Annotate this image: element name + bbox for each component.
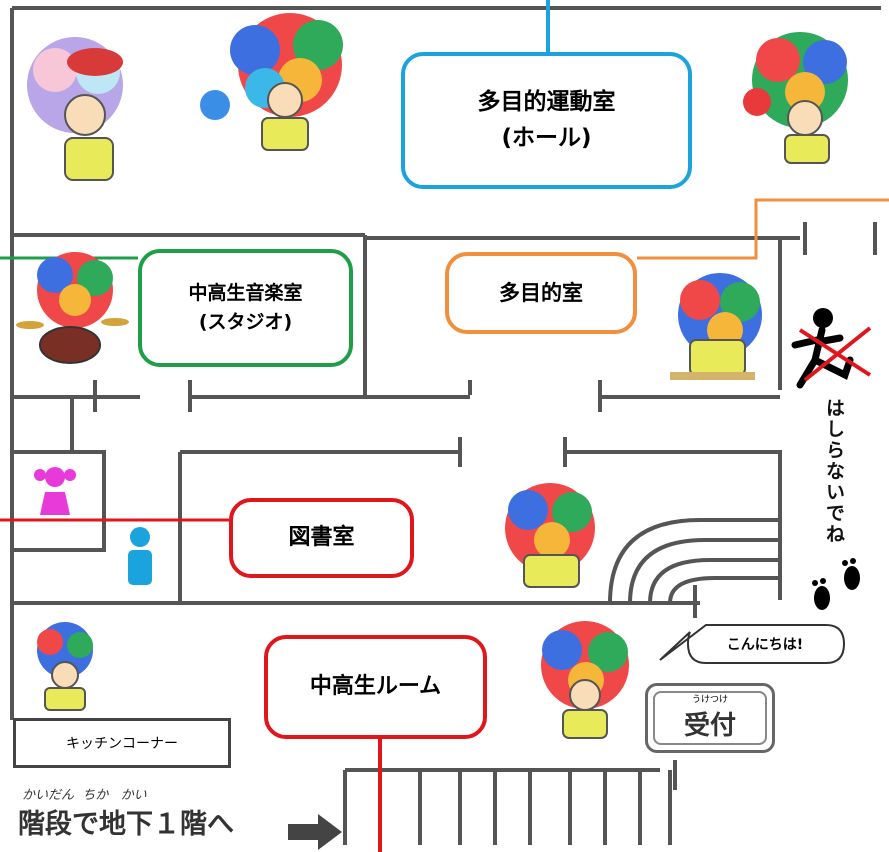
multipurpose-room-label: 多目的室 [445,252,637,334]
reception-name: 受付 [683,711,736,741]
no-running-text: はしらないでね [823,398,845,545]
multi-connector [637,198,889,260]
hall-name: 多目的運動室 [477,88,616,115]
kitchen-corner-label: キッチンコーナー [13,718,231,768]
music-room-name: 中高生音楽室 [188,281,303,304]
youth-room-name: 中高生ルーム [309,673,442,699]
restroom-male-icon [128,527,152,585]
drum-kit-icon [16,252,129,364]
speech-bubble [659,624,846,664]
afro-character-icon [541,621,629,739]
greeting-text: こんにちは! [726,637,804,653]
stair-arc [668,576,780,604]
afro-character-icon [743,32,848,164]
restroom-female-icon [34,467,76,515]
library-name: 図書室 [288,524,355,550]
wall [780,222,877,255]
afro-character-icon [230,13,343,151]
ball-icon [200,90,230,120]
hall-sub: (ホール) [501,124,592,151]
stair-arc [608,518,780,604]
wall [12,397,782,603]
footprints-icon [812,558,860,610]
afro-character-icon [670,273,762,380]
reception-inner-frame [653,691,767,745]
music-room-sub: (スタジオ) [198,311,293,333]
no-running-icon [791,308,872,389]
multipurpose-room-name: 多目的室 [499,280,583,305]
afro-character-icon [37,622,93,711]
stairs-ruby: かいだん ちか かい [22,788,147,803]
stair-arc [628,538,780,604]
music-room-label: 中高生音楽室 (スタジオ) [138,249,353,367]
hall-label: 多目的運動室 (ホール) [401,52,692,189]
library-label: 図書室 [229,498,414,578]
stairs-direction: 階段で地下１階へ [18,809,234,840]
afro-character-icon [505,483,595,588]
reception-ruby: うけつけ [691,695,728,705]
wall [93,380,780,412]
arrow-right-icon [288,814,342,850]
afro-character-icon [27,37,123,181]
reception-sign: うけつけ 受付 [645,683,775,753]
youth-room-label: 中高生ルーム [264,635,487,739]
stair-arc [648,558,780,604]
